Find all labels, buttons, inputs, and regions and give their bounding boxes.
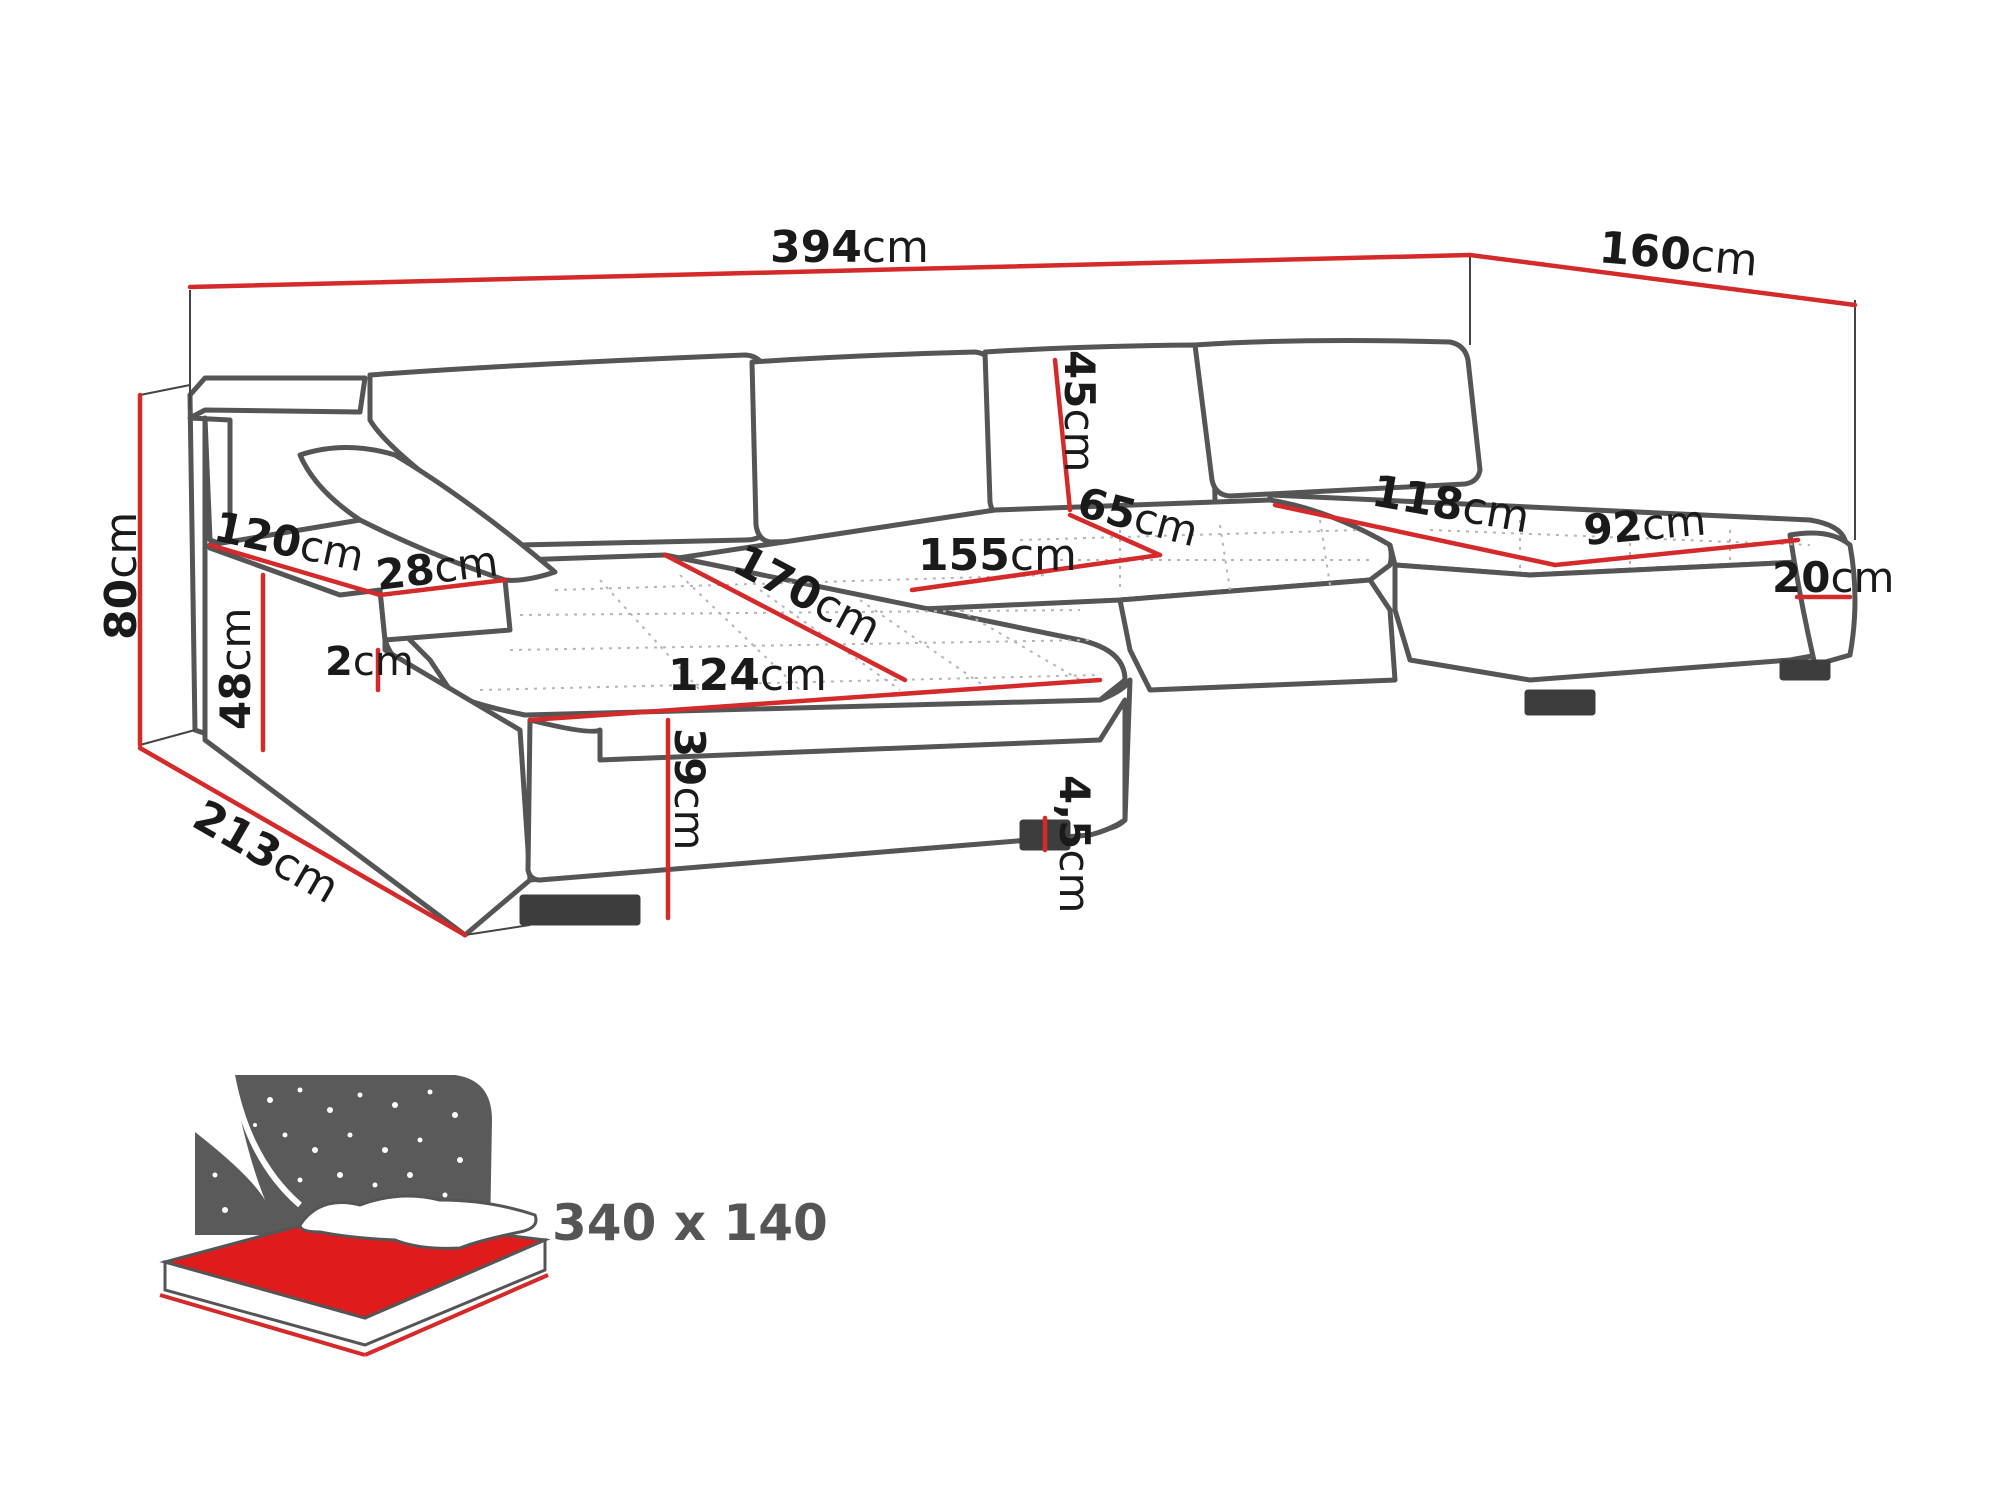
label-height: 80cm	[96, 512, 147, 640]
label-total-width: 394cm	[770, 222, 929, 273]
dimension-lines	[137, 252, 1858, 938]
label-armrest-height: 48cm	[211, 608, 260, 730]
dim-line-65	[1067, 512, 1163, 558]
dim-line-160	[1467, 252, 1858, 308]
dim-line-92	[1552, 537, 1801, 568]
left-front-face	[525, 697, 1128, 883]
back-cushion-4	[1192, 338, 1483, 499]
label-chaise-width: 124cm	[668, 650, 827, 701]
tufting-stitches	[479, 519, 1811, 691]
sofa-illustration	[187, 338, 1858, 938]
dim-line-118	[1272, 502, 1558, 568]
label-armrest-gap: 2cm	[325, 639, 414, 685]
dim-line-45	[1052, 357, 1073, 513]
label-right-depth: 160cm	[1597, 222, 1760, 287]
dim-line-170	[662, 552, 908, 683]
stars	[212, 1087, 473, 1213]
dim-line-155	[909, 552, 1163, 593]
bed-size-label: 340 x 140	[552, 1194, 828, 1252]
sleeping-function-icon	[159, 1074, 551, 1357]
extension-lines	[139, 255, 1856, 936]
middle-seat-front	[1117, 577, 1398, 693]
label-backrest-height: 45cm	[1055, 350, 1104, 472]
dim-line-120	[207, 542, 383, 598]
label-middle-width: 155cm	[918, 530, 1077, 581]
dim-line-28	[377, 577, 508, 598]
label-armrest-width: 28cm	[373, 536, 501, 600]
dim-line-124	[527, 677, 1103, 723]
dim-line-394	[187, 252, 1473, 290]
label-armrest-depth: 120cm	[210, 502, 369, 581]
scatter-pillow	[297, 445, 558, 583]
sofa-feet	[519, 659, 1831, 926]
label-right-seat-width: 92cm	[1582, 495, 1708, 554]
label-leg-height: 4,5cm	[1050, 775, 1099, 913]
label-seat-height: 39cm	[665, 728, 714, 850]
label-right-arm-width: 20cm	[1772, 553, 1894, 602]
dim-line-213	[137, 745, 468, 938]
bed-pillows	[298, 1194, 538, 1250]
